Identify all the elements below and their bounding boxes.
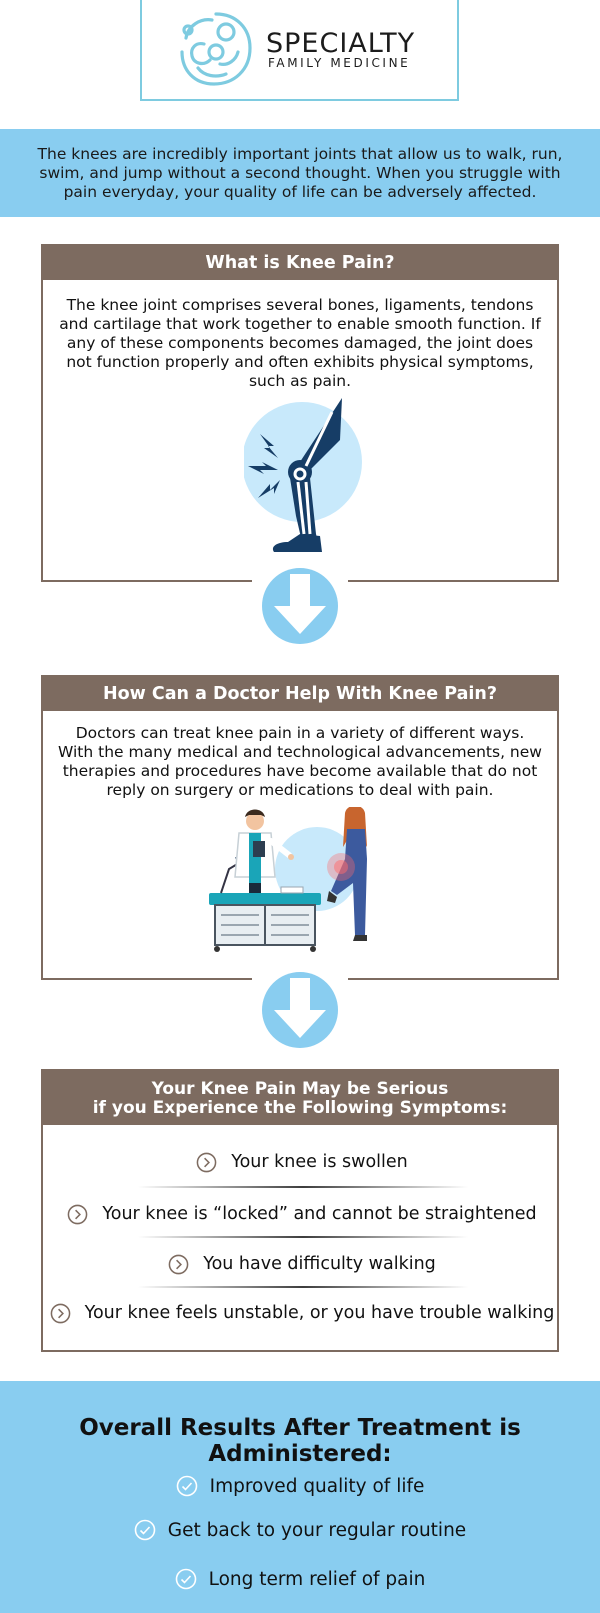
brand-subtitle: FAMILY MEDICINE [268,56,411,70]
knee-pain-body: The knee joint comprises several bones, … [59,296,541,390]
result-item: Improved quality of life [0,1471,600,1501]
symptom-text: Your knee is “locked” and cannot be stra… [102,1204,537,1224]
doctor-help-card: How Can a Doctor Help With Knee Pain? Do… [41,675,559,980]
family-logo-icon [180,12,252,86]
symptoms-heading-line1: Your Knee Pain May be Serious [151,1079,449,1099]
intro-text: The knees are incredibly important joint… [37,144,563,201]
divider [138,1236,468,1238]
knee-pain-card: What is Knee Pain? The knee joint compri… [41,244,559,582]
doctor-help-heading: How Can a Doctor Help With Knee Pain? [43,677,557,711]
result-text: Improved quality of life [209,1475,425,1497]
brand-name: SPECIALTY [266,28,416,59]
check-circle-icon [175,1568,196,1590]
symptom-item: You have difficulty walking [43,1249,561,1279]
chevron-right-circle-icon [68,1204,88,1224]
knee-pain-illustration [244,398,362,552]
results-band: Overall Results After Treatment is Admin… [0,1381,600,1613]
symptoms-heading: Your Knee Pain May be Serious if you Exp… [43,1071,557,1125]
arrow-down-icon [252,560,348,652]
divider [138,1286,468,1288]
symptoms-card: Your Knee Pain May be Serious if you Exp… [41,1069,559,1352]
chevron-right-circle-icon [168,1254,189,1274]
result-text: Long term relief of pain [208,1568,426,1590]
arrow-down-icon [252,964,348,1056]
result-text: Get back to your regular routine [167,1519,467,1541]
results-title: Overall Results After Treatment is Admin… [79,1415,521,1467]
result-item: Get back to your regular routine [0,1515,600,1545]
symptom-text: Your knee feels unstable, or you have tr… [84,1303,555,1323]
symptom-item: Your knee is “locked” and cannot be stra… [43,1199,561,1229]
result-item: Long term relief of pain [0,1564,600,1594]
chevron-right-circle-icon [196,1152,217,1172]
knee-pain-heading: What is Knee Pain? [43,246,557,280]
symptoms-heading-line2: if you Experience the Following Symptoms… [92,1098,508,1118]
symptom-text: You have difficulty walking [203,1254,436,1274]
divider [138,1186,468,1188]
logo-header: SPECIALTY FAMILY MEDICINE [140,0,459,101]
doctor-help-body: Doctors can treat knee pain in a variety… [58,724,542,799]
symptom-text: Your knee is swollen [231,1152,408,1172]
chevron-right-circle-icon [50,1303,70,1323]
check-circle-icon [176,1475,197,1497]
intro-band: The knees are incredibly important joint… [0,129,600,217]
doctor-patient-illustration [209,807,367,952]
check-circle-icon [134,1519,156,1541]
symptom-item: Your knee feels unstable, or you have tr… [43,1298,561,1328]
symptom-item: Your knee is swollen [43,1147,561,1177]
